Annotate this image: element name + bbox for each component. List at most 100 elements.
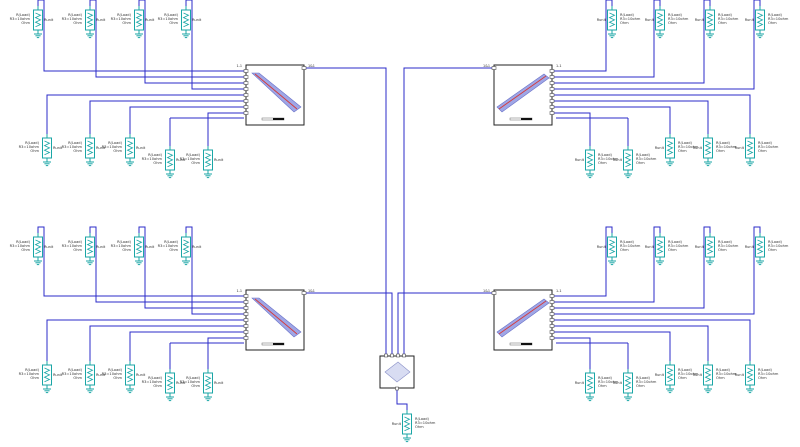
resistor-param-label: R3=10ohm <box>678 145 699 149</box>
resistor-param-label: R3=10ohm <box>758 145 779 149</box>
resistor-tag-label: Runit <box>192 18 202 22</box>
resistor-param-label: R3=10ohm <box>668 17 689 21</box>
pv-array-stripe <box>498 75 547 110</box>
wires-layer <box>37 0 761 410</box>
terminal-port <box>243 312 249 316</box>
resistor-param-label: R3=10ohm <box>111 244 132 248</box>
terminal-port <box>384 353 388 358</box>
resistor-zigzag <box>34 12 42 28</box>
resistor-tag-label: Runit <box>735 373 745 377</box>
resistor-unit-label: Ohm <box>30 376 39 380</box>
terminal-port <box>549 294 555 298</box>
resistor-model-label: R(Load) <box>68 141 83 145</box>
resistor-param-label: R3=10ohm <box>620 17 641 21</box>
resistor-zigzag <box>624 375 632 391</box>
resistor-tag-label: Runit <box>695 18 705 22</box>
resistor-param-label: R3=10ohm <box>111 17 132 21</box>
resistor-zigzag <box>608 239 616 255</box>
resistor-tag-label: Runit <box>96 146 106 150</box>
resistor-zigzag <box>624 152 632 168</box>
resistor-tag-label: Runit <box>53 146 63 150</box>
pv-array-stripe <box>498 300 547 335</box>
signal-wire <box>554 319 751 361</box>
resistor-model-label: R(Load) <box>718 240 733 244</box>
resistor-model-label: R(Load) <box>164 13 179 17</box>
signal-wire <box>554 112 591 146</box>
resistor-unit-label: Ohm <box>758 149 767 153</box>
resistor-model-label: R(Load) <box>636 376 651 380</box>
resistor-unit-label: Ohm <box>169 248 178 252</box>
bus-wire <box>403 67 494 354</box>
terminal-port <box>549 81 555 85</box>
resistor-tag-label: Runit <box>96 373 106 377</box>
signal-wire <box>89 325 244 361</box>
resistor-unit-label: Ohm <box>153 161 162 165</box>
resistor-zigzag <box>746 367 754 383</box>
terminal-port <box>549 105 555 109</box>
resistor-zigzag <box>166 375 174 391</box>
bus-wire <box>396 390 408 410</box>
resistor-tag-label: Runit <box>44 245 54 249</box>
resistor-param-label: R3=10ohm <box>142 157 163 161</box>
resistor-tag-label: Runit <box>44 18 54 22</box>
resistor-param-label: R3=10ohm <box>62 17 83 21</box>
resistor-zigzag <box>182 12 190 28</box>
signal-wire <box>554 226 613 297</box>
resistor-tag-label: Runit <box>214 381 224 385</box>
resistor-param-label: R3=10ohm <box>678 372 699 376</box>
terminal-port <box>549 87 555 91</box>
resistor-unit-label: Ohm <box>668 21 677 25</box>
scale-bar-fill <box>521 343 532 345</box>
resistor-model-label: R(Load) <box>758 141 773 145</box>
terminal-port <box>301 66 307 70</box>
resistor-param-label: R3=10ohm <box>19 145 40 149</box>
resistor-zigzag <box>656 239 664 255</box>
resistor-unit-label: Ohm <box>620 21 629 25</box>
resistor-tag-label: Runit <box>693 146 703 150</box>
resistor-unit-label: Ohm <box>113 149 122 153</box>
resistor-zigzag <box>704 140 712 156</box>
resistor-zigzag <box>756 239 764 255</box>
resistor-param-label: R3=10ohm <box>620 244 641 248</box>
resistor-unit-label: Ohm <box>21 21 30 25</box>
signal-wire <box>554 0 613 72</box>
resistor-unit-label: Ohm <box>678 149 687 153</box>
resistor-tag-label: Runit <box>735 146 745 150</box>
resistor-zigzag <box>86 239 94 255</box>
resistor-unit-label: Ohm <box>122 21 131 25</box>
resistor-unit-label: Ohm <box>758 376 767 380</box>
resistor-zigzag <box>706 239 714 255</box>
resistor-param-label: R3=10ohm <box>768 244 789 248</box>
resistor-param-label: R3=10ohm <box>62 145 83 149</box>
resistor-model-label: R(Load) <box>16 240 31 244</box>
resistor-unit-label: Ohm <box>768 21 777 25</box>
terminal-port <box>243 300 249 304</box>
terminal-port <box>243 105 249 109</box>
signal-wire <box>554 226 711 309</box>
signal-wire <box>554 100 709 134</box>
resistor-zigzag <box>86 12 94 28</box>
terminal-port <box>402 353 406 358</box>
resistor-param-label: R3=10ohm <box>718 244 739 248</box>
resistor-model-label: R(Load) <box>108 368 123 372</box>
resistor-zigzag <box>126 140 134 156</box>
signal-wire <box>185 0 244 90</box>
